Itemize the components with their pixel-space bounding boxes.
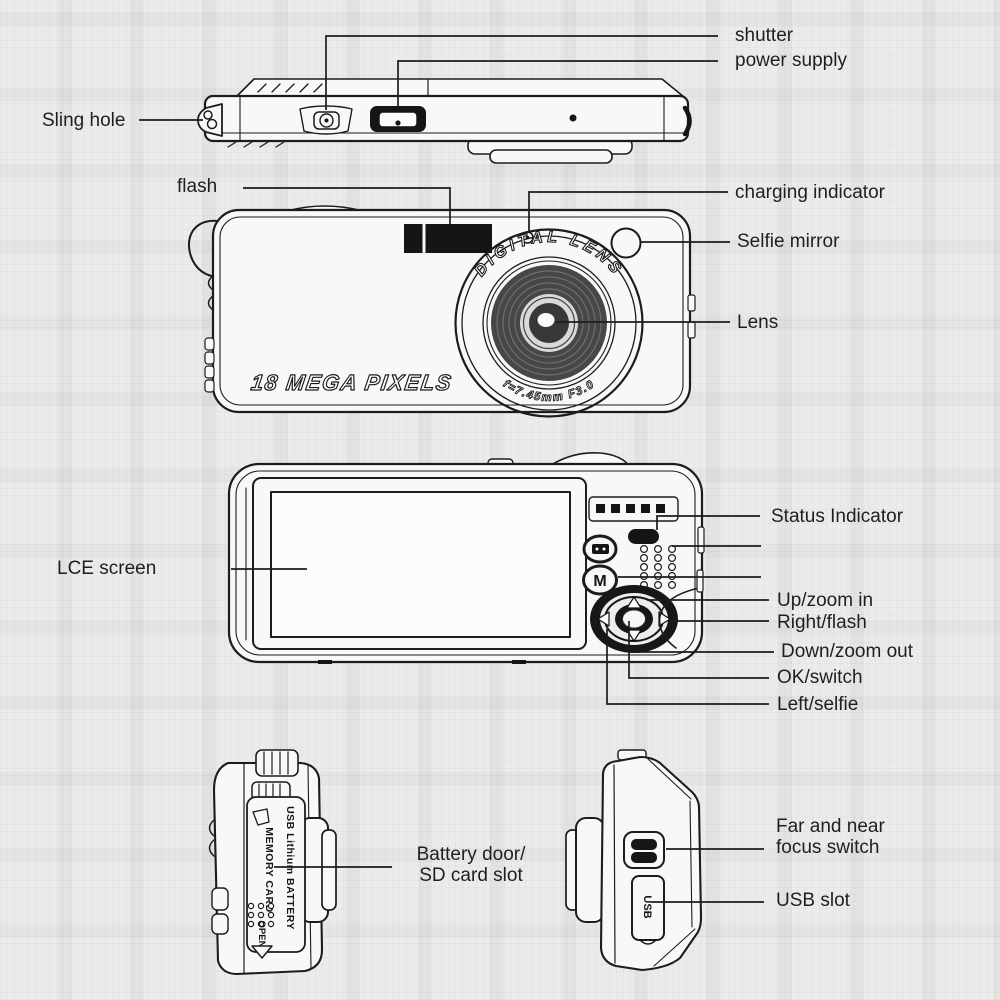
leader-ok-switch [628, 621, 769, 679]
camera-back-view: M [227, 451, 705, 664]
label-focus-switch: Far and near focus switch [776, 816, 885, 858]
label-shutter: shutter [735, 25, 794, 46]
dpad-up-arrow [626, 596, 642, 609]
camera-bottom-view-battery: USB Lithium BATTERY MEMORY CARD OPEN [208, 749, 337, 976]
thumb-grip [658, 587, 700, 649]
open-arrow [251, 945, 273, 959]
label-up-zoom-in: Up/zoom in [777, 590, 874, 611]
dpad-down-arrow [626, 629, 642, 642]
label-focus-switch-line1: Far and near [776, 816, 885, 837]
label-focus-switch-line2: focus switch [776, 837, 880, 858]
battery-door-text-1: USB Lithium BATTERY [284, 806, 296, 930]
playback-icon [592, 544, 609, 554]
leader-down-zoom-out [635, 646, 774, 653]
label-lce-screen: LCE screen [57, 558, 157, 579]
label-power-supply: power supply [735, 50, 847, 71]
strap-loop [187, 219, 225, 278]
dpad-left-arrow [597, 611, 610, 627]
menu-button [582, 564, 618, 596]
dpad [590, 585, 678, 653]
shutter-button [313, 111, 340, 130]
label-right-flash: Right/flash [777, 612, 867, 633]
usb-port-text: USB [641, 895, 653, 918]
label-battery-door-line1: Battery door/ [416, 844, 526, 865]
label-ok-switch: OK/switch [777, 667, 863, 688]
lens-rings [454, 228, 644, 418]
label-charging-indicator: charging indicator [735, 182, 885, 203]
leader-power-supply [397, 60, 718, 108]
lens-highlight [537, 313, 555, 327]
megapixels-text: 18 MEGA PIXELS [249, 370, 454, 395]
status-indicator-led [628, 529, 659, 544]
label-status-indicator: Status Indicator [771, 506, 904, 527]
side-lens-barrel [575, 817, 605, 923]
battery-door-text-2: MEMORY CARD [263, 827, 275, 912]
strap-lug-ribbed [255, 749, 299, 777]
label-down-zoom-out: Down/zoom out [781, 641, 914, 662]
speaker-holes [639, 544, 676, 589]
leader-shutter [325, 35, 718, 110]
top-bottom-hatches [227, 141, 285, 148]
label-left-selfie: Left/selfie [777, 694, 859, 715]
leader-lines [139, 35, 774, 903]
selfie-mirror [610, 227, 642, 259]
top-body-bar [203, 94, 690, 143]
lcd-screen-bezel [252, 477, 587, 650]
camera-top-view [197, 78, 692, 164]
top-right-notch [682, 105, 692, 137]
top-lens-barrel-cap [489, 149, 613, 164]
label-battery-door: Battery door/ SD card slot [396, 844, 546, 886]
label-flash: flash [177, 176, 218, 197]
speaker-grille [588, 496, 679, 522]
leader-left-selfie [606, 629, 769, 705]
battery-open-text: OPEN [256, 921, 267, 948]
camera-front-view: DIGITAL LENS f=7.45mm F3.0 18 MEGA PIXEL… [187, 205, 696, 418]
camera-side-view-usb: USB [565, 749, 703, 972]
front-left-ridges [204, 337, 215, 393]
label-lens: Lens [737, 312, 779, 333]
battery-door-dots [247, 902, 275, 928]
lcd-screen [270, 491, 571, 638]
label-selfie-mirror: Selfie mirror [737, 231, 840, 252]
label-sling-hole: Sling hole [42, 110, 126, 131]
top-mic-hole [569, 114, 577, 122]
menu-button-label: M [593, 573, 606, 590]
sling-hole-opening [203, 110, 213, 120]
label-battery-door-line2: SD card slot [419, 865, 523, 886]
sd-card-icon [252, 808, 270, 826]
front-right-nubs [687, 294, 696, 339]
top-grip-hatches [257, 83, 323, 93]
leader-status-indicator [656, 515, 760, 530]
usb-door [631, 875, 665, 941]
leader-flash [243, 187, 451, 225]
leader-charging-indicator [528, 191, 728, 231]
label-usb-slot: USB slot [776, 890, 850, 911]
flash-window [404, 224, 492, 253]
